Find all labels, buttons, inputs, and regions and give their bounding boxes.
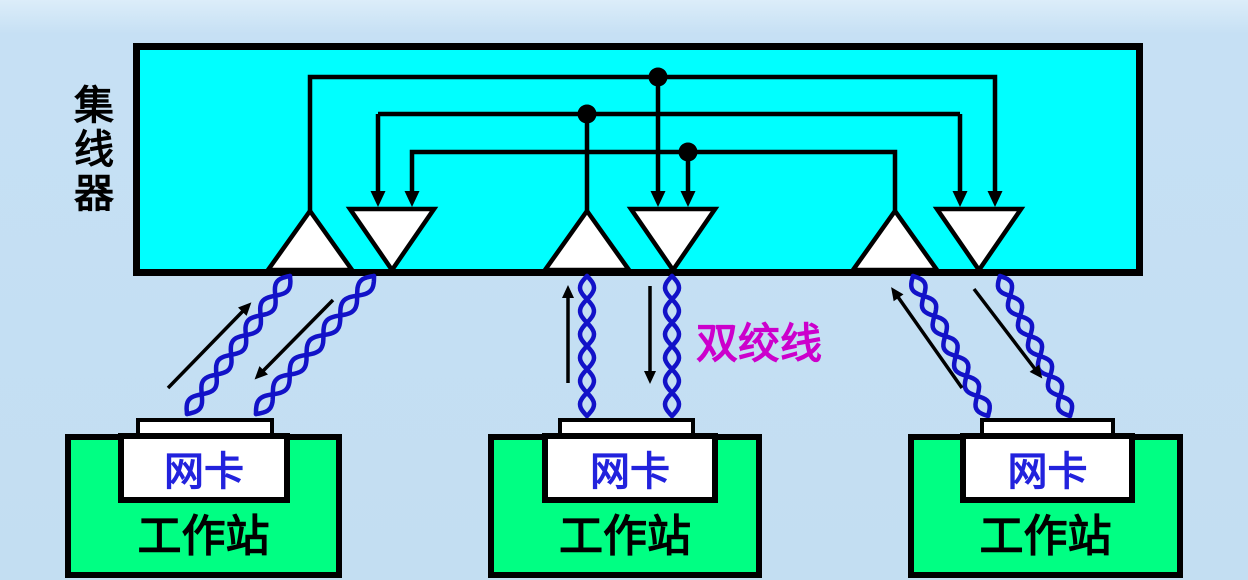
station1-rx-amp-triangle — [263, 207, 357, 273]
station2-uplink-cable-strand-b — [577, 273, 597, 419]
bus3-wire — [404, 149, 898, 211]
station3-downlink-arrow — [972, 287, 1043, 379]
junction-dot — [648, 67, 668, 87]
nic-boxes — [118, 433, 1135, 503]
station1-tx-amp-triangle — [345, 206, 439, 274]
station3-label: 工作站 — [979, 512, 1112, 561]
station1-uplink-arrow — [166, 302, 252, 390]
station1-nic-box — [118, 433, 290, 503]
station2-tx-amp-triangle — [626, 206, 720, 274]
junction-dot — [678, 142, 698, 162]
twisted-pair-label: 双绞线 — [696, 320, 823, 367]
station1-downlink-arrow — [254, 298, 335, 380]
station2-downlink-cable-strand-b — [662, 273, 682, 419]
station2-rx-amp-triangle — [540, 207, 634, 273]
station2-nic-box — [542, 433, 718, 503]
twisted-pair-cables — [184, 273, 1075, 419]
station3-downlink-cable-strand-a — [995, 273, 1073, 419]
station2-label: 工作站 — [559, 512, 691, 561]
station3-uplink-cable-strand-a — [909, 273, 991, 419]
station3-uplink-arrow — [891, 287, 964, 390]
station3-nic-label: 网卡 — [1007, 450, 1088, 494]
cable-direction-arrows — [166, 285, 1043, 390]
amplifier-triangles — [263, 206, 1026, 274]
station1-downlink-cable-strand-b — [253, 273, 377, 417]
junction-dot — [577, 104, 597, 124]
station3-downlink-cable-strand-b — [997, 273, 1075, 419]
station1-downlink-cable-strand-a — [253, 273, 377, 417]
station3-rx-amp-triangle — [848, 207, 942, 273]
hub-label: 集线器 — [74, 84, 114, 216]
station3-tx-amp-triangle — [932, 206, 1026, 274]
station3-uplink-cable-strand-b — [910, 273, 992, 419]
junction-dots — [577, 67, 698, 162]
station2-nic-label: 网卡 — [590, 450, 670, 494]
station1-uplink-cable-strand-a — [184, 273, 293, 417]
station1-uplink-cable-strand-b — [184, 273, 293, 417]
station1-label: 工作站 — [137, 512, 270, 561]
station1-nic-label: 网卡 — [164, 450, 244, 494]
station3-nic-box — [960, 433, 1135, 503]
